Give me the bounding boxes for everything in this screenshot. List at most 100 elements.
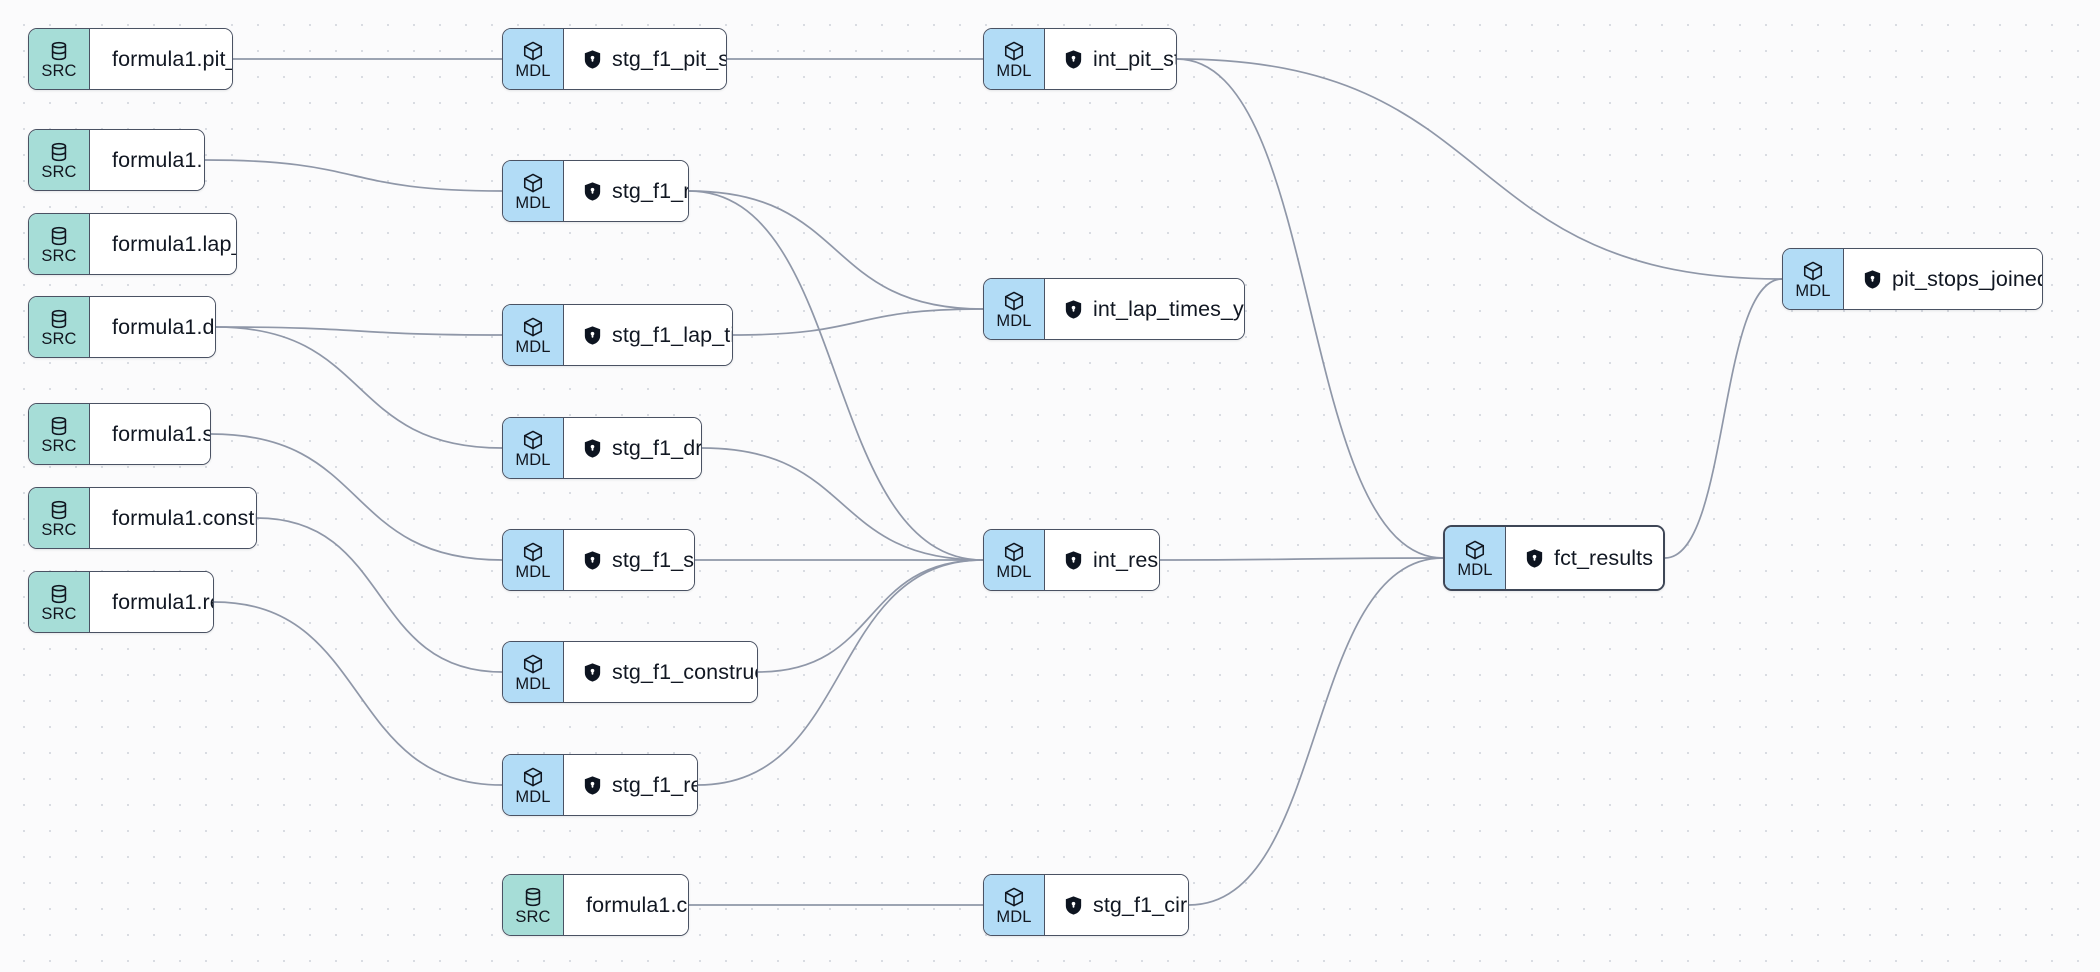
lineage-node-src_results[interactable]: SRC formula1.results <box>28 571 214 633</box>
node-label: formula1.status <box>112 421 210 446</box>
lineage-edge-int_pit_stops-to-pit_stops_joined <box>1176 58 1783 280</box>
node-kind-label: SRC <box>41 605 77 623</box>
mdl-badge: MDL <box>503 161 564 221</box>
node-kind-label: MDL <box>515 563 551 581</box>
database-icon <box>48 499 70 521</box>
node-kind-label: MDL <box>515 788 551 806</box>
node-label: pit_stops_joined <box>1892 266 2043 291</box>
lineage-node-stg_drivers[interactable]: MDL stg_f1_drivers <box>502 417 702 479</box>
database-icon <box>48 225 70 247</box>
node-body: stg_f1_drivers <box>564 418 701 478</box>
node-label: stg_f1_races <box>612 178 688 203</box>
node-label: formula1.drivers <box>112 314 215 339</box>
node-body: formula1.lap_times <box>90 214 236 274</box>
lineage-node-int_pit_stops[interactable]: MDL int_pit_stops <box>983 28 1177 90</box>
cube-icon <box>1003 40 1025 62</box>
lineage-node-stg_races[interactable]: MDL stg_f1_races <box>502 160 689 222</box>
node-kind-label: MDL <box>996 908 1032 926</box>
node-label: formula1.constructors <box>112 505 257 530</box>
lineage-node-src_status[interactable]: SRC formula1.status <box>28 403 211 465</box>
lineage-edge-stg_lap_times-to-int_lap_times_years <box>732 308 984 336</box>
node-body: stg_f1_constructors <box>564 642 757 702</box>
cube-icon <box>522 653 544 675</box>
node-kind-label: MDL <box>515 62 551 80</box>
node-label: formula1.pit_stops <box>112 46 232 71</box>
node-kind-label: MDL <box>515 451 551 469</box>
lineage-edge-stg_races-to-int_results <box>688 190 984 561</box>
node-kind-label: MDL <box>996 62 1032 80</box>
node-label: int_lap_times_years <box>1093 296 1244 321</box>
node-kind-label: MDL <box>1457 561 1493 579</box>
node-body: formula1.constructors <box>90 488 257 548</box>
node-body: formula1.drivers <box>90 297 215 357</box>
node-body: formula1.status <box>90 404 210 464</box>
cube-icon <box>522 429 544 451</box>
node-label: stg_f1_results <box>612 772 697 797</box>
shield-lock-icon <box>1864 269 1881 289</box>
node-kind-label: MDL <box>515 194 551 212</box>
node-body: fct_results <box>1506 527 1663 589</box>
shield-lock-icon <box>1526 548 1543 568</box>
shield-lock-icon <box>1065 49 1082 69</box>
node-body: stg_f1_status <box>564 530 694 590</box>
node-kind-label: SRC <box>41 521 77 539</box>
node-label: formula1.races <box>112 147 204 172</box>
shield-lock-icon <box>584 550 601 570</box>
node-body: formula1.results <box>90 572 213 632</box>
cube-icon <box>1003 290 1025 312</box>
lineage-node-stg_circuits[interactable]: MDL stg_f1_circuits <box>983 874 1189 936</box>
lineage-node-stg_results[interactable]: MDL stg_f1_results <box>502 754 698 816</box>
node-kind-label: SRC <box>41 163 77 181</box>
database-icon <box>48 583 70 605</box>
node-label: int_pit_stops <box>1093 46 1176 71</box>
node-body: stg_f1_races <box>564 161 688 221</box>
mdl-badge: MDL <box>503 755 564 815</box>
shield-lock-icon <box>584 325 601 345</box>
mdl-badge: MDL <box>984 29 1045 89</box>
mdl-badge: MDL <box>1445 527 1506 589</box>
cube-icon <box>522 541 544 563</box>
src-badge: SRC <box>29 297 90 357</box>
node-label: formula1.results <box>112 589 213 614</box>
mdl-badge: MDL <box>503 418 564 478</box>
mdl-badge: MDL <box>984 875 1045 935</box>
node-body: formula1.circuits <box>564 875 688 935</box>
lineage-node-stg_constructors[interactable]: MDL stg_f1_constructors <box>502 641 758 703</box>
node-body: stg_f1_circuits <box>1045 875 1188 935</box>
mdl-badge: MDL <box>503 305 564 365</box>
src-badge: SRC <box>29 130 90 190</box>
shield-lock-icon <box>584 662 601 682</box>
lineage-node-stg_status[interactable]: MDL stg_f1_status <box>502 529 695 591</box>
lineage-node-fct_results[interactable]: MDL fct_results <box>1443 525 1665 591</box>
database-icon <box>48 141 70 163</box>
shield-lock-icon <box>584 181 601 201</box>
src-badge: SRC <box>29 404 90 464</box>
node-kind-label: MDL <box>996 563 1032 581</box>
cube-icon <box>522 172 544 194</box>
shield-lock-icon <box>1065 299 1082 319</box>
node-body: formula1.races <box>90 130 204 190</box>
src-badge: SRC <box>29 214 90 274</box>
lineage-node-src_races[interactable]: SRC formula1.races <box>28 129 205 191</box>
node-body: int_pit_stops <box>1045 29 1176 89</box>
lineage-edge-src_results-to-stg_results <box>213 601 503 786</box>
lineage-node-src_constructors[interactable]: SRC formula1.constructors <box>28 487 257 549</box>
node-kind-label: MDL <box>515 675 551 693</box>
database-icon <box>48 40 70 62</box>
cube-icon <box>522 766 544 788</box>
lineage-edge-fct_results-to-pit_stops_joined <box>1664 278 1783 559</box>
lineage-edge-src_drivers-to-stg_lap_times <box>215 326 503 336</box>
database-icon <box>48 308 70 330</box>
lineage-node-src_drivers[interactable]: SRC formula1.drivers <box>28 296 216 358</box>
node-label: stg_f1_circuits <box>1093 892 1188 917</box>
